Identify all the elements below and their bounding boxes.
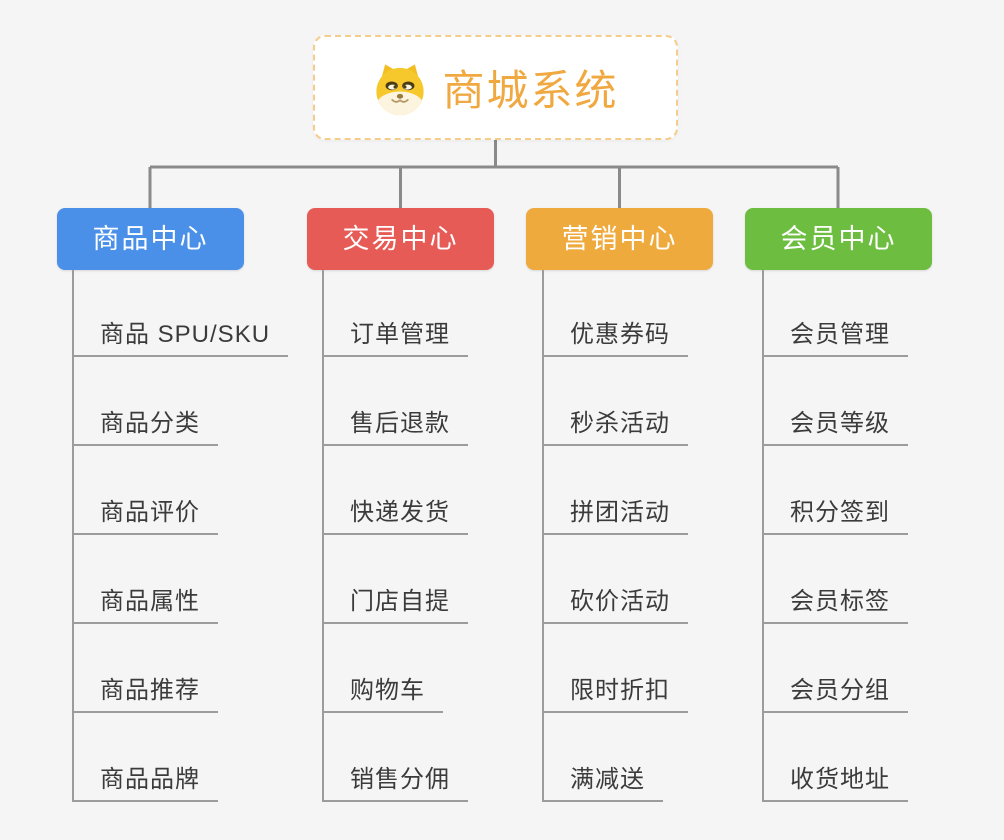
child-node-member-tag[interactable]: 会员标签 bbox=[762, 587, 908, 624]
branch-node-member-center[interactable]: 会员中心 bbox=[745, 208, 932, 270]
connector-path bbox=[148, 140, 840, 208]
child-node-product-recommend[interactable]: 商品推荐 bbox=[72, 676, 218, 713]
child-node-full-reduction[interactable]: 满减送 bbox=[542, 765, 663, 802]
branch-node-trade-center[interactable]: 交易中心 bbox=[307, 208, 494, 270]
child-node-member-group[interactable]: 会员分组 bbox=[762, 676, 908, 713]
child-node-member-level[interactable]: 会员等级 bbox=[762, 409, 908, 446]
child-node-product-category[interactable]: 商品分类 bbox=[72, 409, 218, 446]
child-node-bargain-activity[interactable]: 砍价活动 bbox=[542, 587, 688, 624]
child-node-coupon-code[interactable]: 优惠券码 bbox=[542, 320, 688, 357]
branch-spine-marketing-center bbox=[542, 270, 544, 802]
child-node-product-spu-sku[interactable]: 商品 SPU/SKU bbox=[72, 320, 289, 357]
branch-spine-product-center bbox=[72, 270, 74, 802]
child-node-shipping-address[interactable]: 收货地址 bbox=[762, 765, 908, 802]
branch-spine-trade-center bbox=[322, 270, 324, 802]
child-node-limited-time-discount[interactable]: 限时折扣 bbox=[542, 676, 688, 713]
child-node-flash-sale[interactable]: 秒杀活动 bbox=[542, 409, 688, 446]
child-node-points-checkin[interactable]: 积分签到 bbox=[762, 498, 908, 535]
root-title: 商城系统 bbox=[442, 67, 619, 114]
child-node-order-management[interactable]: 订单管理 bbox=[322, 320, 468, 357]
child-node-store-pickup[interactable]: 门店自提 bbox=[322, 587, 468, 624]
shiba-dog-icon bbox=[376, 63, 425, 115]
child-node-sales-commission[interactable]: 销售分佣 bbox=[322, 765, 468, 802]
branch-node-marketing-center[interactable]: 营销中心 bbox=[526, 208, 713, 270]
child-node-product-review[interactable]: 商品评价 bbox=[72, 498, 218, 535]
child-node-member-management[interactable]: 会员管理 bbox=[762, 320, 908, 357]
child-node-product-brand[interactable]: 商品品牌 bbox=[72, 765, 218, 802]
root-node[interactable]: 商城系统 bbox=[313, 35, 678, 140]
child-node-shopping-cart[interactable]: 购物车 bbox=[322, 676, 443, 713]
branch-spine-member-center bbox=[762, 270, 764, 802]
child-node-group-buy[interactable]: 拼团活动 bbox=[542, 498, 688, 535]
child-node-after-sale-refund[interactable]: 售后退款 bbox=[322, 409, 468, 446]
child-node-express-delivery[interactable]: 快递发货 bbox=[322, 498, 468, 535]
child-node-product-attribute[interactable]: 商品属性 bbox=[72, 587, 218, 624]
branch-node-product-center[interactable]: 商品中心 bbox=[57, 208, 244, 270]
